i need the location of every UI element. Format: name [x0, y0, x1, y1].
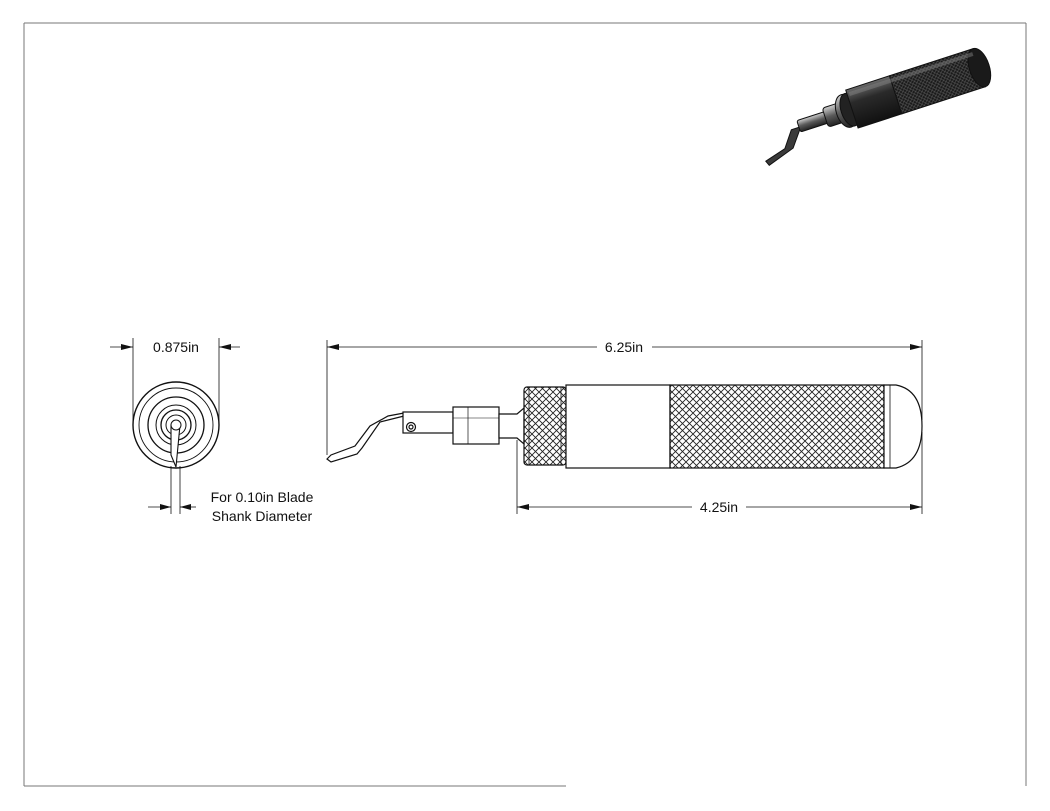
drawing-frame	[23, 22, 1027, 787]
dim-end-diameter	[110, 338, 240, 428]
side-view-tool	[326, 384, 923, 469]
dim-handle-length	[516, 432, 923, 514]
dim-overall-length	[326, 340, 923, 455]
chuck	[452, 406, 500, 445]
handle-endcap	[883, 384, 923, 469]
end-view	[132, 381, 220, 469]
blade-note-line2: Shank Diameter	[212, 508, 313, 524]
handle-body	[565, 384, 671, 469]
handle-length-label: 4.25in	[700, 499, 738, 515]
isometric-tool-view	[765, 47, 992, 167]
knurled-collar	[523, 386, 567, 466]
overall-length-label: 6.25in	[605, 339, 643, 355]
handle-knurl	[669, 384, 885, 469]
end-diameter-label: 0.875in	[153, 339, 199, 355]
blade-shape	[326, 412, 405, 463]
dim-blade-shank	[148, 466, 196, 514]
blade-note-line1: For 0.10in Blade	[211, 489, 314, 505]
